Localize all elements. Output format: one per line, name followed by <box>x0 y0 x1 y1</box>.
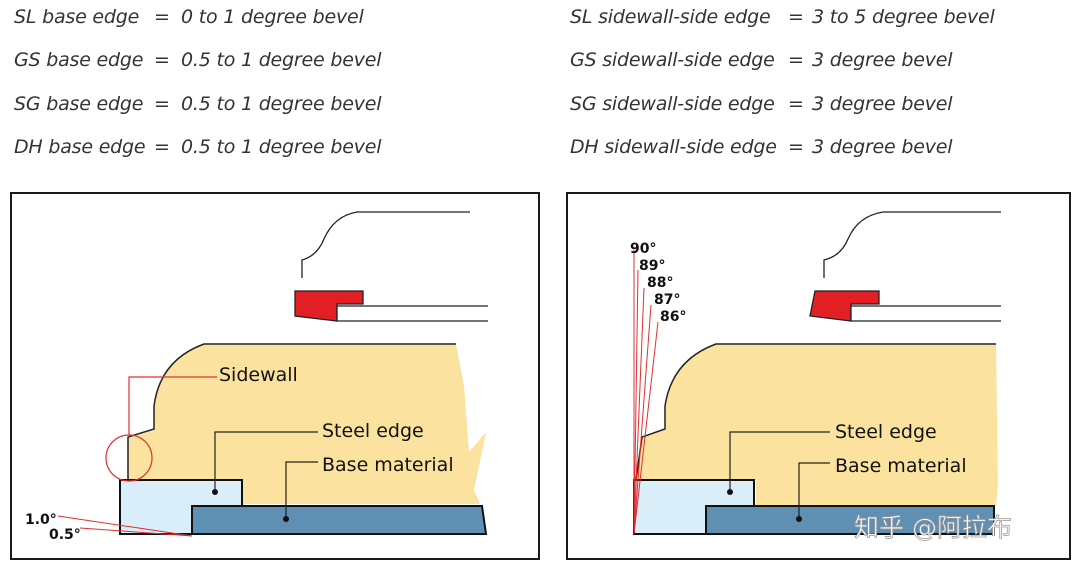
bevel-angle-label-0-5: 0.5° <box>49 527 81 543</box>
base-material-label: Base material <box>835 455 967 477</box>
file-guide-bar <box>850 305 1001 322</box>
spec-name: SG sidewall-side edge <box>570 93 775 115</box>
spec-name: GS base edge <box>14 49 144 71</box>
spec-equals: = <box>788 49 804 71</box>
base-material-leader-dot <box>283 516 289 522</box>
steel-edge-leader-line <box>214 431 318 492</box>
bevel-angle-label-89: 89° <box>639 258 665 274</box>
sidewall-edge-bevel-svg: 90° 89° 88° 87° 86° Steel edge Base mate… <box>630 211 1012 542</box>
spec-name: SL sidewall-side edge <box>570 6 771 28</box>
spec-value: 3 to 5 degree bevel <box>812 6 995 28</box>
bevel-line-1-0 <box>57 515 193 537</box>
base-edge-bevel-diagram: Sidewall Steel edge Base material 1.0° 0… <box>10 192 540 560</box>
bevel-angle-label-86: 86° <box>660 309 686 325</box>
spec-value: 0.5 to 1 degree bevel <box>181 49 382 71</box>
base-material-leader-line <box>798 462 830 519</box>
spec-equals: = <box>788 93 804 115</box>
spec-name: DH sidewall-side edge <box>570 136 777 158</box>
steel-edge-leader-dot <box>727 489 733 495</box>
watermark-text: 知乎 @阿拉布 <box>854 513 1012 542</box>
bevel-line-87 <box>633 304 652 535</box>
bevel-angle-label-88: 88° <box>647 275 673 291</box>
bevel-line-89 <box>633 269 639 535</box>
steel-edge-label: Steel edge <box>322 420 424 442</box>
spec-value: 0 to 1 degree bevel <box>181 6 364 28</box>
base-material-leader-dot <box>796 516 802 522</box>
bevel-angle-label-87: 87° <box>654 292 680 308</box>
spec-equals: = <box>154 136 170 158</box>
base-material-label: Base material <box>322 454 454 476</box>
sidewall-shape <box>636 344 998 506</box>
bevel-line-86 <box>633 321 659 535</box>
steel-edge-leader-dot <box>212 489 218 495</box>
file-guide-outline <box>823 211 1001 278</box>
steel-edge-label: Steel edge <box>835 421 937 443</box>
spec-equals: = <box>154 93 170 115</box>
spec-value: 3 degree bevel <box>812 93 953 115</box>
sidewall-leader-line <box>128 376 217 435</box>
spec-value: 0.5 to 1 degree bevel <box>181 136 382 158</box>
spec-equals: = <box>788 136 804 158</box>
bevel-angle-label-1-0: 1.0° <box>25 512 57 528</box>
base-material-leader-line <box>285 461 318 519</box>
bevel-line-0-5 <box>79 527 193 537</box>
spec-equals: = <box>154 6 170 28</box>
spec-name: GS sidewall-side edge <box>570 49 775 71</box>
sidewall-shape <box>128 344 486 504</box>
steel-edge-leader-line <box>729 431 830 492</box>
spec-equals: = <box>788 6 804 28</box>
file-guide-red-clamp <box>809 290 880 322</box>
file-guide-bar <box>336 305 488 322</box>
base-edge-bevel-svg: Sidewall Steel edge Base material 1.0° 0… <box>25 211 488 543</box>
bevel-line-88 <box>633 287 645 535</box>
bevel-angle-label-90: 90° <box>630 241 656 257</box>
spec-equals: = <box>154 49 170 71</box>
sidewall-outline <box>127 343 456 480</box>
sidewall-outline <box>635 343 996 481</box>
sidewall-edge-bevel-diagram: 90° 89° 88° 87° 86° Steel edge Base mate… <box>566 192 1071 560</box>
spec-name: DH base edge <box>14 136 146 158</box>
spec-name: SG base edge <box>14 93 144 115</box>
spec-value: 3 degree bevel <box>812 49 953 71</box>
spec-value: 3 degree bevel <box>812 136 953 158</box>
file-guide-outline <box>301 211 470 278</box>
base-material-shape <box>705 505 995 535</box>
base-material-shape <box>191 505 488 535</box>
file-guide-red-clamp <box>294 290 364 322</box>
spec-name: SL base edge <box>14 6 140 28</box>
sidewall-label: Sidewall <box>219 364 298 386</box>
spec-value: 0.5 to 1 degree bevel <box>181 93 382 115</box>
